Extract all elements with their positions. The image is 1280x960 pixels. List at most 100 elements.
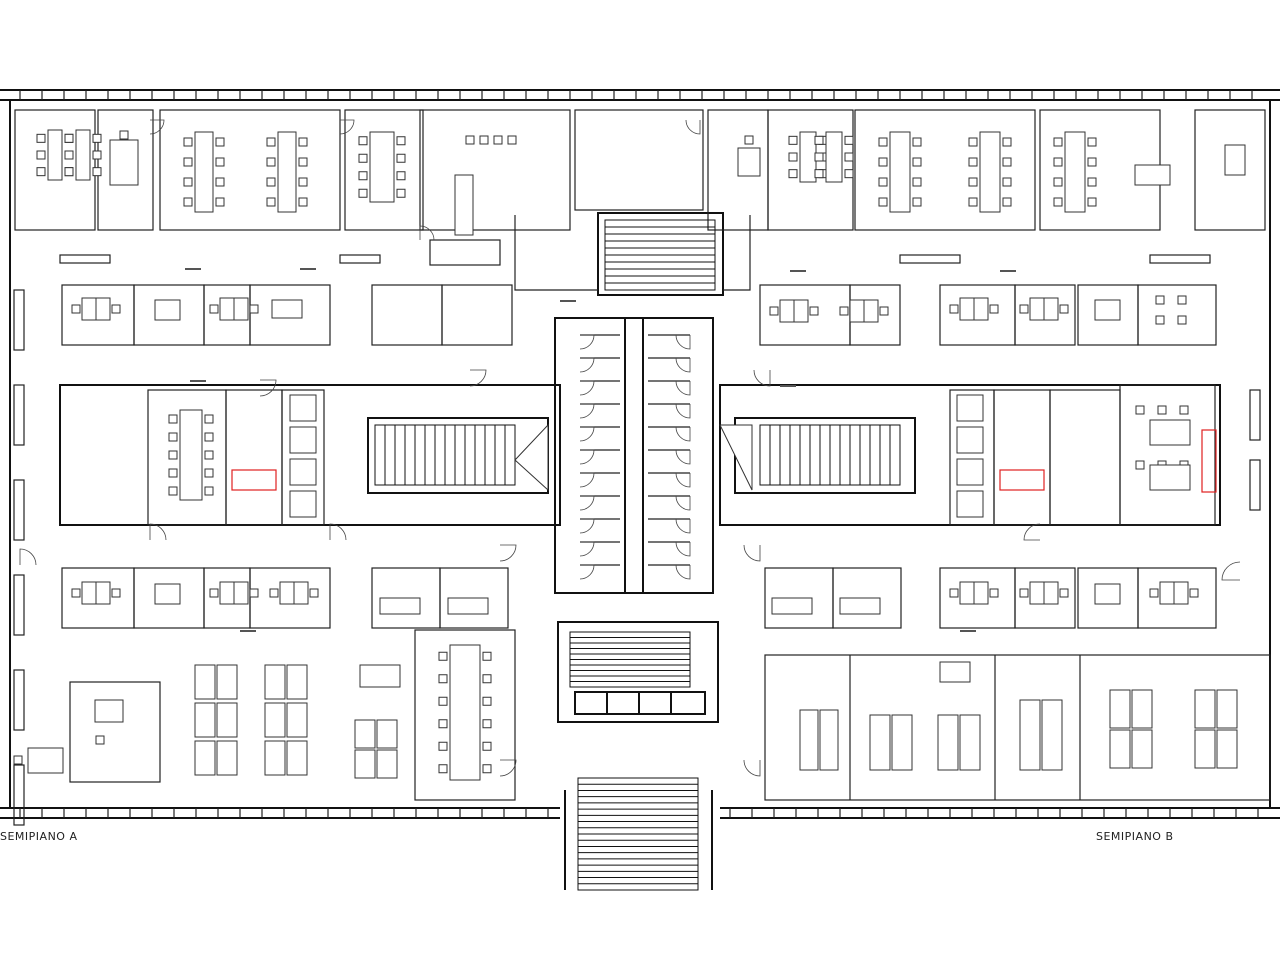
desk-icon xyxy=(863,299,879,323)
door-swing-icon xyxy=(579,518,595,534)
desk-icon xyxy=(737,147,761,177)
desk-icon xyxy=(973,297,989,321)
chair-icon xyxy=(358,188,368,198)
chair-icon xyxy=(204,486,214,496)
chair-icon xyxy=(878,177,888,187)
chair-icon xyxy=(396,188,406,198)
chair-icon xyxy=(879,306,889,316)
chair-icon xyxy=(64,150,74,160)
chair-icon xyxy=(1002,197,1012,207)
room-label-mark xyxy=(1000,270,1016,272)
desk-icon xyxy=(849,299,865,323)
entrance-wall xyxy=(564,790,713,890)
chair-icon xyxy=(183,137,193,147)
door-swing-icon xyxy=(579,357,595,373)
chair-icon xyxy=(266,197,276,207)
locker-icon xyxy=(956,426,984,454)
chair-icon xyxy=(204,468,214,478)
desk-icon xyxy=(1159,581,1175,605)
chair-icon xyxy=(215,177,225,187)
partitions-layer xyxy=(13,90,1271,826)
room-label-mark xyxy=(190,380,206,382)
chair-icon xyxy=(438,764,448,774)
desk-icon xyxy=(286,664,308,700)
desk-icon xyxy=(233,581,249,605)
chair-icon xyxy=(1002,157,1012,167)
desk-icon xyxy=(95,581,111,605)
desk-icon xyxy=(1149,464,1191,491)
desk-icon xyxy=(75,129,91,181)
desk-icon xyxy=(1224,144,1246,176)
chair-icon xyxy=(1053,197,1063,207)
chair-icon xyxy=(1149,588,1159,598)
desk-icon xyxy=(1194,729,1216,769)
desk-icon xyxy=(376,749,398,779)
chair-icon xyxy=(968,177,978,187)
chair-icon xyxy=(1177,295,1187,305)
chair-icon xyxy=(788,169,798,179)
desk-icon xyxy=(454,174,474,236)
desk-icon xyxy=(1194,689,1216,729)
desk-icon xyxy=(109,139,139,186)
desk-icon xyxy=(799,131,817,183)
desk-icon xyxy=(216,702,238,738)
desk-icon xyxy=(216,664,238,700)
door-swing-icon xyxy=(579,495,595,511)
chair-icon xyxy=(493,135,503,145)
chair-icon xyxy=(13,755,23,765)
door-swing-icon xyxy=(329,523,347,541)
desk-icon xyxy=(194,740,216,776)
room xyxy=(159,109,341,231)
desk-icon xyxy=(47,129,63,181)
door-swing-icon xyxy=(469,369,487,387)
bench xyxy=(899,254,961,264)
chair-icon xyxy=(71,304,81,314)
chair-icon xyxy=(1059,304,1069,314)
semipiano-a-label: SEMIPIANO A xyxy=(0,830,78,843)
highlight-bar xyxy=(1201,429,1217,493)
chair-icon xyxy=(92,150,102,160)
chair-icon xyxy=(1087,157,1097,167)
door-swing-icon xyxy=(259,379,277,397)
highlight-box xyxy=(231,469,277,491)
chair-icon xyxy=(438,719,448,729)
room-label-mark xyxy=(300,268,316,270)
desk-icon xyxy=(216,740,238,776)
door-swing-icon xyxy=(675,518,691,534)
desk-icon xyxy=(359,664,401,688)
chair-icon xyxy=(358,136,368,146)
office xyxy=(832,567,902,629)
office xyxy=(249,284,331,346)
desk-icon xyxy=(279,581,295,605)
bench xyxy=(13,574,25,636)
chair-icon xyxy=(788,152,798,162)
door-swing-icon xyxy=(499,544,517,562)
door-swing-icon xyxy=(675,564,691,580)
door-swing-icon xyxy=(753,369,771,387)
desk-icon xyxy=(194,664,216,700)
bench xyxy=(13,669,25,731)
chair-icon xyxy=(814,135,824,145)
chair-icon xyxy=(209,304,219,314)
room-label-mark xyxy=(780,385,796,387)
chair-icon xyxy=(912,137,922,147)
chair-icon xyxy=(269,588,279,598)
desk-icon xyxy=(293,581,309,605)
chair-icon xyxy=(168,414,178,424)
desk-icon xyxy=(286,740,308,776)
room xyxy=(419,109,571,231)
desk-icon xyxy=(379,597,421,615)
chair-icon xyxy=(298,177,308,187)
bench xyxy=(339,254,381,264)
desk-icon xyxy=(376,719,398,749)
office xyxy=(1014,284,1076,346)
desk-icon xyxy=(799,709,819,771)
chair-icon xyxy=(1087,177,1097,187)
desk-icon xyxy=(819,709,839,771)
door-swing-icon xyxy=(675,380,691,396)
room xyxy=(1194,109,1266,231)
door-swing-icon xyxy=(743,544,761,562)
desk-icon xyxy=(973,581,989,605)
office xyxy=(993,389,1051,526)
chair-icon xyxy=(482,719,492,729)
